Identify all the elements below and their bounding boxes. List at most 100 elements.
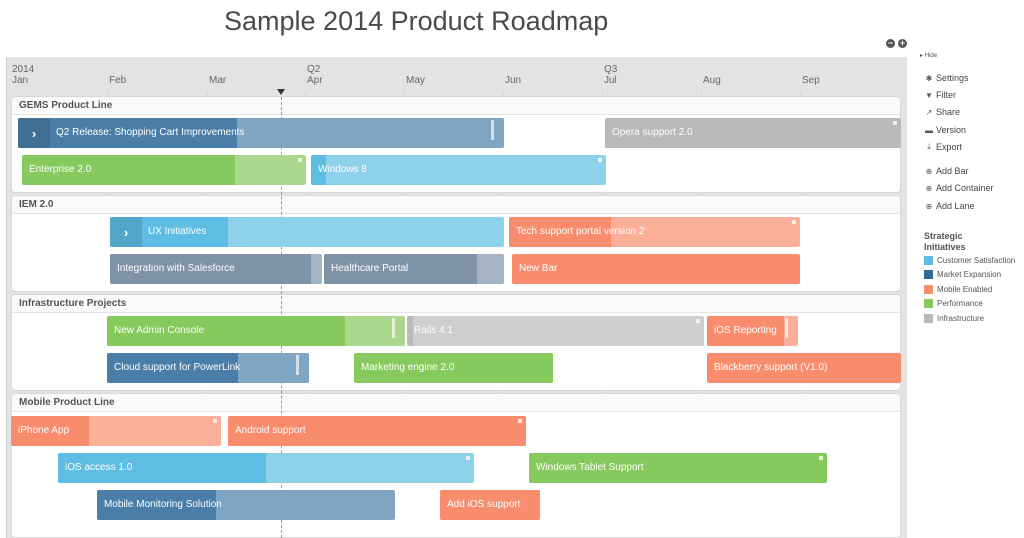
plus-circle-icon: ⊕ [925,183,933,193]
today-marker-icon[interactable] [277,89,285,95]
hide-label: Hide [924,53,938,59]
bar-progress [18,118,237,148]
timeline-month-mar: Mar [209,75,227,86]
menu-settings[interactable]: ✱Settings [924,73,969,83]
timeline-month-apr: Q2 Apr [307,64,323,86]
roadmap-bar[interactable]: Enterprise 2.0 [22,155,306,185]
roadmap-bar[interactable]: › UX Initiatives [110,217,504,247]
legend-label: Infrastructure [937,314,985,323]
timeline-month-sep: Sep [802,75,820,86]
menu-label: Share [936,107,961,117]
legend-title-line: Strategic [924,231,963,241]
roadmap-bar[interactable]: Add iOS support [440,490,540,520]
bar-corner-marker [792,220,796,224]
menu-version[interactable]: ▬Version [924,125,966,135]
menu-share[interactable]: ↗Share [924,107,960,117]
filter-icon: ▼ [925,90,933,100]
add-bar-button[interactable]: ⊕Add Bar [924,166,969,176]
container-header: Mobile Product Line [12,394,900,412]
menu-label: Add Bar [936,166,969,176]
bar-label: iOS access 1.0 [65,462,133,473]
roadmap-bar[interactable]: Windows 8 [311,155,606,185]
roadmap-bar[interactable]: Marketing engine 2.0 [354,353,553,383]
bar-label: New Bar [519,263,558,274]
legend-item[interactable]: Market Expansion [924,270,1001,279]
roadmap-bar[interactable]: Opera support 2.0 [605,118,901,148]
roadmap-bar[interactable]: Tech support portal version 2 [509,217,800,247]
roadmap-bar[interactable]: Blackberry support (V1.0) [707,353,901,383]
resize-handle[interactable] [392,318,395,338]
legend-label: Performance [937,299,983,308]
bar-label: Blackberry support (V1.0) [714,362,828,373]
legend-label: Mobile Enabled [937,285,993,294]
container-title: GEMS Product Line [19,100,113,111]
roadmap-bar[interactable]: New Bar [512,254,800,284]
roadmap-bar[interactable]: iOS Reporting [707,316,798,346]
menu-label: Export [936,142,963,152]
container-header: IEM 2.0 [12,196,900,214]
legend-item[interactable]: Mobile Enabled [924,285,992,294]
bar-label: Windows 8 [318,164,367,175]
legend-item[interactable]: Performance [924,299,983,308]
hide-sidebar-link[interactable]: ▸ Hide [920,52,937,59]
legend-swatch [924,299,933,308]
gear-icon: ✱ [925,73,933,83]
roadmap-bar[interactable]: Windows Tablet Support [529,453,827,483]
month-label: Apr [307,75,323,86]
roadmap-bar[interactable]: Cloud support for PowerLink [107,353,309,383]
bar-label: Windows Tablet Support [536,462,644,473]
zoom-out-icon[interactable]: − [886,38,895,48]
legend-item[interactable]: Infrastructure [924,314,984,323]
roadmap-bar[interactable]: Healthcare Portal [324,254,504,284]
year-label: 2014 [12,64,35,75]
quarter-label: Q3 [604,64,618,75]
add-lane-button[interactable]: ⊕Add Lane [924,201,975,211]
bar-progress [110,254,312,284]
zoom-in-icon[interactable]: + [898,38,907,48]
roadmap-bar[interactable]: › Q2 Release: Shopping Cart Improvements [18,118,504,148]
roadmap-bar[interactable]: Android support [228,416,526,446]
container-title: Infrastructure Projects [19,298,127,309]
resize-handle[interactable] [491,120,494,140]
legend-title: Strategic Initiatives [924,231,966,253]
bar-progress [107,353,239,383]
timeline-month-feb: Feb [109,75,127,86]
bar-corner-marker [696,319,700,323]
roadmap-bar[interactable]: iOS access 1.0 [58,453,474,483]
menu-export[interactable]: ⤓ Export [924,142,962,152]
add-container-button[interactable]: ⊕Add Container [924,183,994,193]
roadmap-bar[interactable]: Mobile Monitoring Solution [97,490,395,520]
legend-swatch [924,270,933,279]
container-header: Infrastructure Projects [12,295,900,313]
roadmap-bar[interactable]: iPhone App [11,416,221,446]
resize-handle[interactable] [785,318,788,338]
bar-label: iOS Reporting [714,325,777,336]
bar-label: Q2 Release: Shopping Cart Improvements [56,127,245,138]
legend-swatch [924,256,933,265]
month-label: Jan [12,75,29,86]
chevron-right-icon[interactable]: › [110,217,142,247]
bar-progress [509,217,611,247]
bar-label: Integration with Salesforce [117,263,235,274]
bar-progress [11,416,89,446]
roadmap-bar[interactable]: Integration with Salesforce [110,254,322,284]
timeline-month-jan: 2014 Jan [12,64,34,86]
roadmap-bar[interactable]: Rails 4.1 [407,316,704,346]
bar-progress [110,217,229,247]
bar-corner-marker [213,419,217,423]
bar-progress [707,316,785,346]
resize-handle[interactable] [296,355,299,375]
bar-corner-marker [598,158,602,162]
bar-corner-marker [893,121,897,125]
bar-label: Android support [235,425,306,436]
legend-label: Customer Satisfaction [937,256,1016,265]
menu-filter[interactable]: ▼Filter [924,90,956,100]
legend-item[interactable]: Customer Satisfaction [924,256,1015,265]
chevron-right-icon[interactable]: › [18,118,50,148]
legend-swatch [924,314,933,323]
roadmap-bar[interactable]: New Admin Console [107,316,405,346]
bar-corner-marker [466,456,470,460]
export-icon: ⤓ [927,142,931,151]
bar-label: Marketing engine 2.0 [361,362,455,373]
menu-label: Version [936,125,967,135]
